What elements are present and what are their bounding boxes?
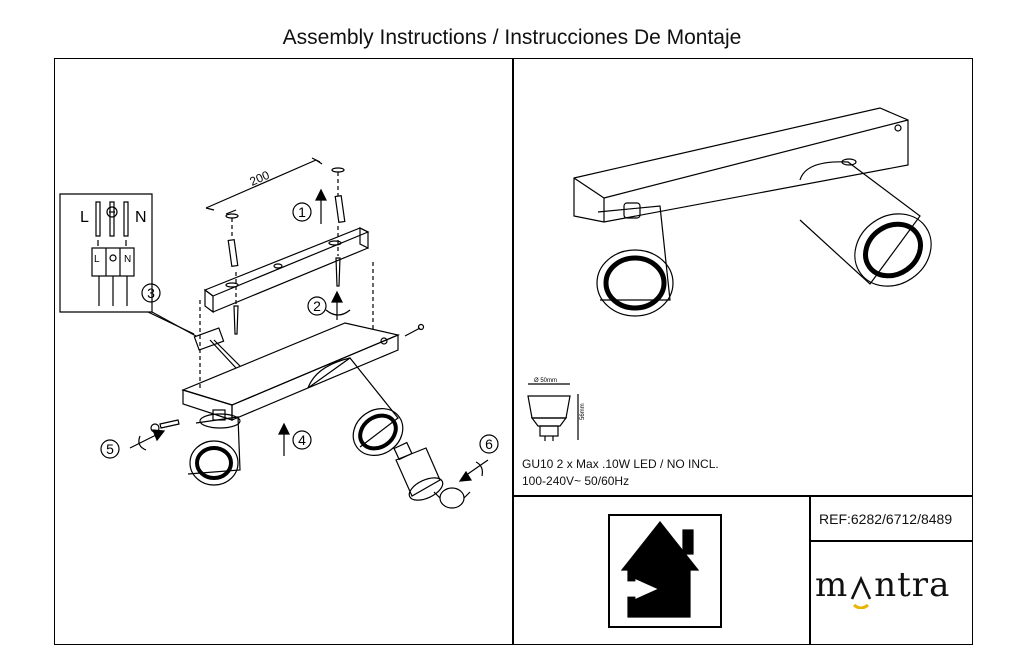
dimension-line <box>205 157 323 211</box>
brand-logo-part2: ntra <box>874 565 951 605</box>
assembled-head-right <box>799 158 932 287</box>
bulb-width-label: Ø 50mm <box>534 378 557 384</box>
step-arrows <box>129 188 489 482</box>
spotlight-head-rear <box>307 357 404 456</box>
step-6-label: 6 <box>485 436 493 452</box>
fixture-base <box>181 262 425 421</box>
bulb-detail <box>527 383 579 441</box>
gu10-bulb <box>393 441 444 501</box>
wall-plugs <box>225 167 346 267</box>
step-3-label: 3 <box>147 285 155 301</box>
step-2-label: 2 <box>313 298 321 314</box>
assembled-head-left <box>596 202 674 317</box>
main-divider <box>512 58 514 645</box>
step-markers <box>100 202 499 459</box>
step-5-label: 5 <box>106 441 114 457</box>
product-reference: REF:6282/6712/8489 <box>819 511 953 527</box>
assembled-fixture-base <box>573 107 909 223</box>
retaining-clip <box>433 487 471 509</box>
bulb-height-label: 56mm <box>580 403 586 420</box>
dimension-label: 200 <box>248 168 272 189</box>
spec-divider <box>512 495 973 497</box>
ref-underline <box>809 540 973 542</box>
step-4-label: 4 <box>298 432 306 448</box>
terminal-block <box>147 311 241 369</box>
instruction-sheet-frame <box>54 58 973 645</box>
ref-divider <box>809 495 811 645</box>
mounting-bracket <box>203 227 370 314</box>
spec-line-1: GU10 2 x Max .10W LED / NO INCL. <box>522 457 719 471</box>
page-title: Assembly Instructions / Instrucciones De… <box>282 26 742 49</box>
spec-line-2: 100-240V~ 50/60Hz <box>522 474 630 488</box>
wire-live-label: L <box>80 209 89 226</box>
wiring-inset <box>59 193 197 337</box>
step-1-label: 1 <box>298 204 306 220</box>
spotlight-head-front <box>187 409 241 486</box>
brand-logo-accent <box>848 571 874 609</box>
terminal-live-label: L <box>94 254 100 265</box>
wire-neutral-label: N <box>135 209 147 226</box>
brand-logo-part1: m <box>815 565 849 605</box>
screws <box>233 226 341 335</box>
terminal-neutral-label: N <box>124 254 131 265</box>
house-indoor-icon <box>608 514 722 628</box>
